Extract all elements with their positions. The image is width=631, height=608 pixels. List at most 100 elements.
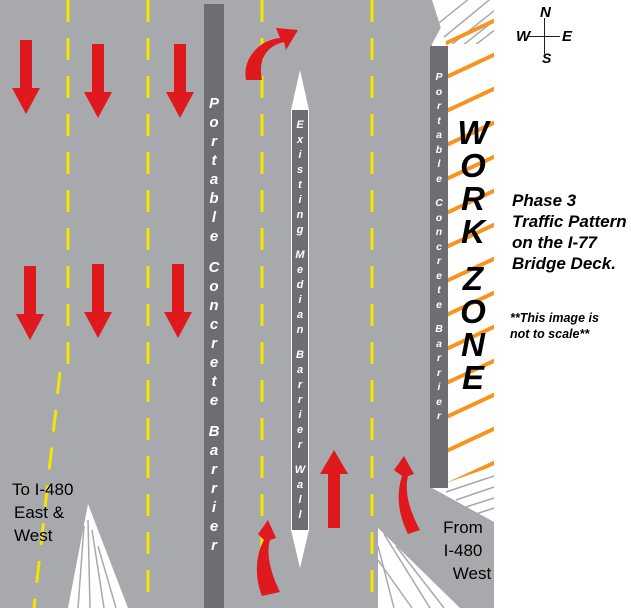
label-letter: e	[209, 228, 219, 245]
work-zone-stripe	[446, 390, 494, 422]
exit-line-2: East &	[14, 503, 65, 522]
arrow-curve-top	[245, 28, 298, 80]
gore-hatch-bottom-left	[68, 504, 128, 608]
label-letter: e	[209, 354, 219, 371]
portable-barrier-left	[204, 4, 224, 608]
label-letter: a	[209, 442, 219, 459]
label-letter: i	[298, 294, 302, 306]
label-letter: r	[211, 537, 217, 554]
label-letter: i	[211, 499, 217, 516]
label-letter: r	[211, 133, 217, 150]
work-zone-stripe	[446, 288, 494, 320]
work-zone-hatch	[446, 16, 494, 486]
note-line-1: **This image is	[510, 311, 599, 325]
compass-west: W	[516, 28, 531, 45]
label-letter: n	[209, 297, 219, 314]
label-letter: r	[297, 439, 303, 451]
compass-east: E	[562, 28, 573, 45]
work-zone-stripe	[446, 186, 494, 218]
label-letter: P	[435, 71, 443, 83]
label-letter: o	[209, 114, 219, 131]
work-zone-stripe	[446, 152, 494, 184]
label-letter: r	[211, 480, 217, 497]
arrow-down	[166, 44, 194, 118]
label-letter: o	[435, 85, 443, 98]
label-letter: E	[461, 359, 484, 396]
work-zone-stripe	[446, 118, 494, 150]
label-letter: W	[294, 464, 306, 476]
label-letter: n	[296, 324, 304, 336]
label-letter: r	[211, 461, 217, 478]
label-letter: r	[436, 255, 442, 267]
label-letter: e	[436, 395, 442, 408]
label-letter: l	[298, 494, 302, 506]
work-zone-stripe	[446, 424, 494, 456]
label-letter: s	[296, 164, 304, 176]
work-zone-stripe	[446, 356, 494, 388]
label-letter: K	[461, 213, 485, 250]
label-letter: W	[457, 114, 489, 151]
label-letter: i	[298, 149, 302, 161]
label-letter: i	[437, 381, 441, 393]
label-letter: t	[211, 373, 217, 390]
label-letter: b	[435, 143, 443, 156]
label-letter: e	[436, 298, 442, 311]
label-letter: i	[298, 194, 302, 206]
entry-line-2: I-480	[443, 541, 483, 560]
arrow-down	[16, 266, 44, 340]
arrow-curve-bottom	[256, 520, 280, 596]
label-letter: Z	[462, 260, 484, 297]
label-letter: l	[211, 209, 217, 226]
label-letter: B	[208, 423, 220, 440]
label-letter: t	[437, 114, 441, 127]
label-letter: r	[211, 335, 217, 352]
label-letter: B	[296, 349, 304, 361]
title-line-2: Traffic Pattern	[512, 212, 627, 231]
diagram-title: Phase 3 Traffic Pattern on the I-77 Brid…	[512, 190, 627, 274]
label-letter: t	[298, 179, 302, 191]
work-zone-stripe	[446, 322, 494, 354]
scale-note: **This image is not to scale**	[510, 310, 599, 342]
label-letter: r	[436, 410, 442, 422]
label-letter: r	[297, 379, 303, 391]
label-letter: O	[460, 147, 486, 184]
label-letter: c	[436, 240, 442, 253]
label-letter: r	[297, 394, 303, 406]
work-zone-stripe	[446, 50, 494, 82]
label-letter: n	[435, 226, 443, 238]
label-letter: a	[296, 309, 304, 321]
entry-label: From I-480 West	[430, 516, 496, 585]
entry-line-1: From	[443, 518, 483, 537]
work-zone-stripe	[446, 84, 494, 116]
work-zone-stripe	[446, 16, 494, 48]
compass: N W E S	[516, 4, 574, 66]
portable-barrier-right	[430, 46, 448, 488]
label-letter: P	[208, 95, 219, 112]
lane-lines	[32, 0, 374, 608]
compass-south: S	[542, 50, 552, 66]
label-letter: e	[209, 392, 219, 409]
title-line-1: Phase 3	[512, 191, 577, 210]
gore-hatch-bottom-mid	[377, 528, 460, 608]
label-letter: e	[296, 264, 304, 276]
compass-north: N	[540, 4, 551, 21]
label-letter: a	[296, 479, 304, 491]
label-letter: c	[209, 316, 219, 333]
title-line-4: Bridge Deck.	[512, 254, 616, 273]
label-letter: n	[296, 209, 304, 221]
note-line-2: not to scale**	[510, 327, 590, 341]
exit-line-1: To I-480	[12, 480, 74, 499]
label-letter: i	[298, 409, 302, 421]
entry-line-3: West	[452, 564, 492, 583]
pavement	[0, 0, 494, 608]
lane-line-1-lower	[32, 371, 62, 608]
work-zone-stripe	[446, 254, 494, 286]
label-letter: x	[296, 134, 304, 146]
label-letter: a	[436, 129, 442, 141]
label-letter: e	[296, 424, 304, 436]
label-letter: C	[435, 197, 443, 209]
label-letter: t	[211, 152, 217, 169]
